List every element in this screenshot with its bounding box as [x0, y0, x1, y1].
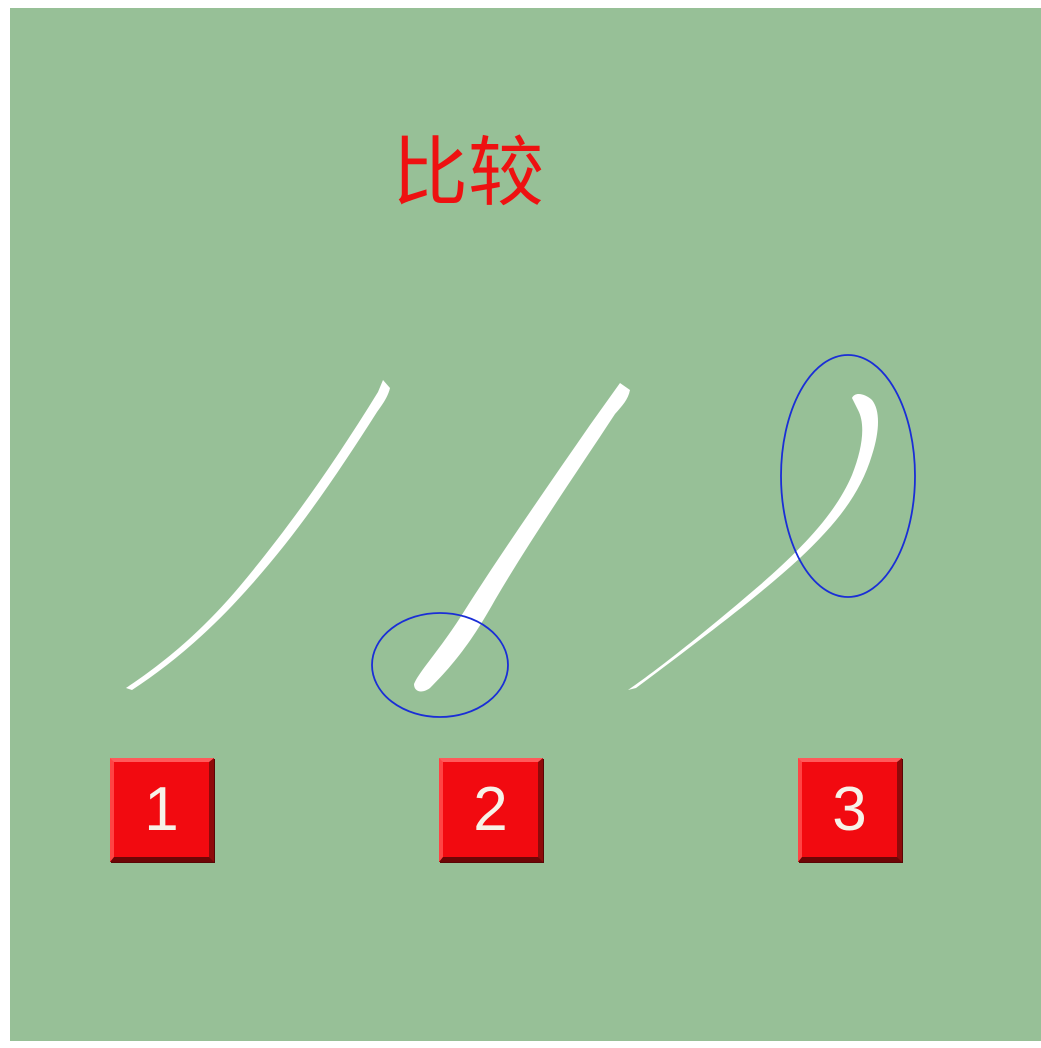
option-1-button[interactable]: 1: [110, 758, 214, 862]
option-2-button[interactable]: 2: [439, 758, 543, 862]
page-title: 比较: [392, 128, 544, 217]
stroke-3: [628, 354, 916, 690]
stroke-2: [371, 383, 630, 718]
stroke-1: [126, 380, 390, 690]
highlight-ellipse-3: [780, 354, 916, 598]
option-3-button[interactable]: 3: [798, 758, 902, 862]
highlight-ellipse-2: [371, 612, 509, 718]
